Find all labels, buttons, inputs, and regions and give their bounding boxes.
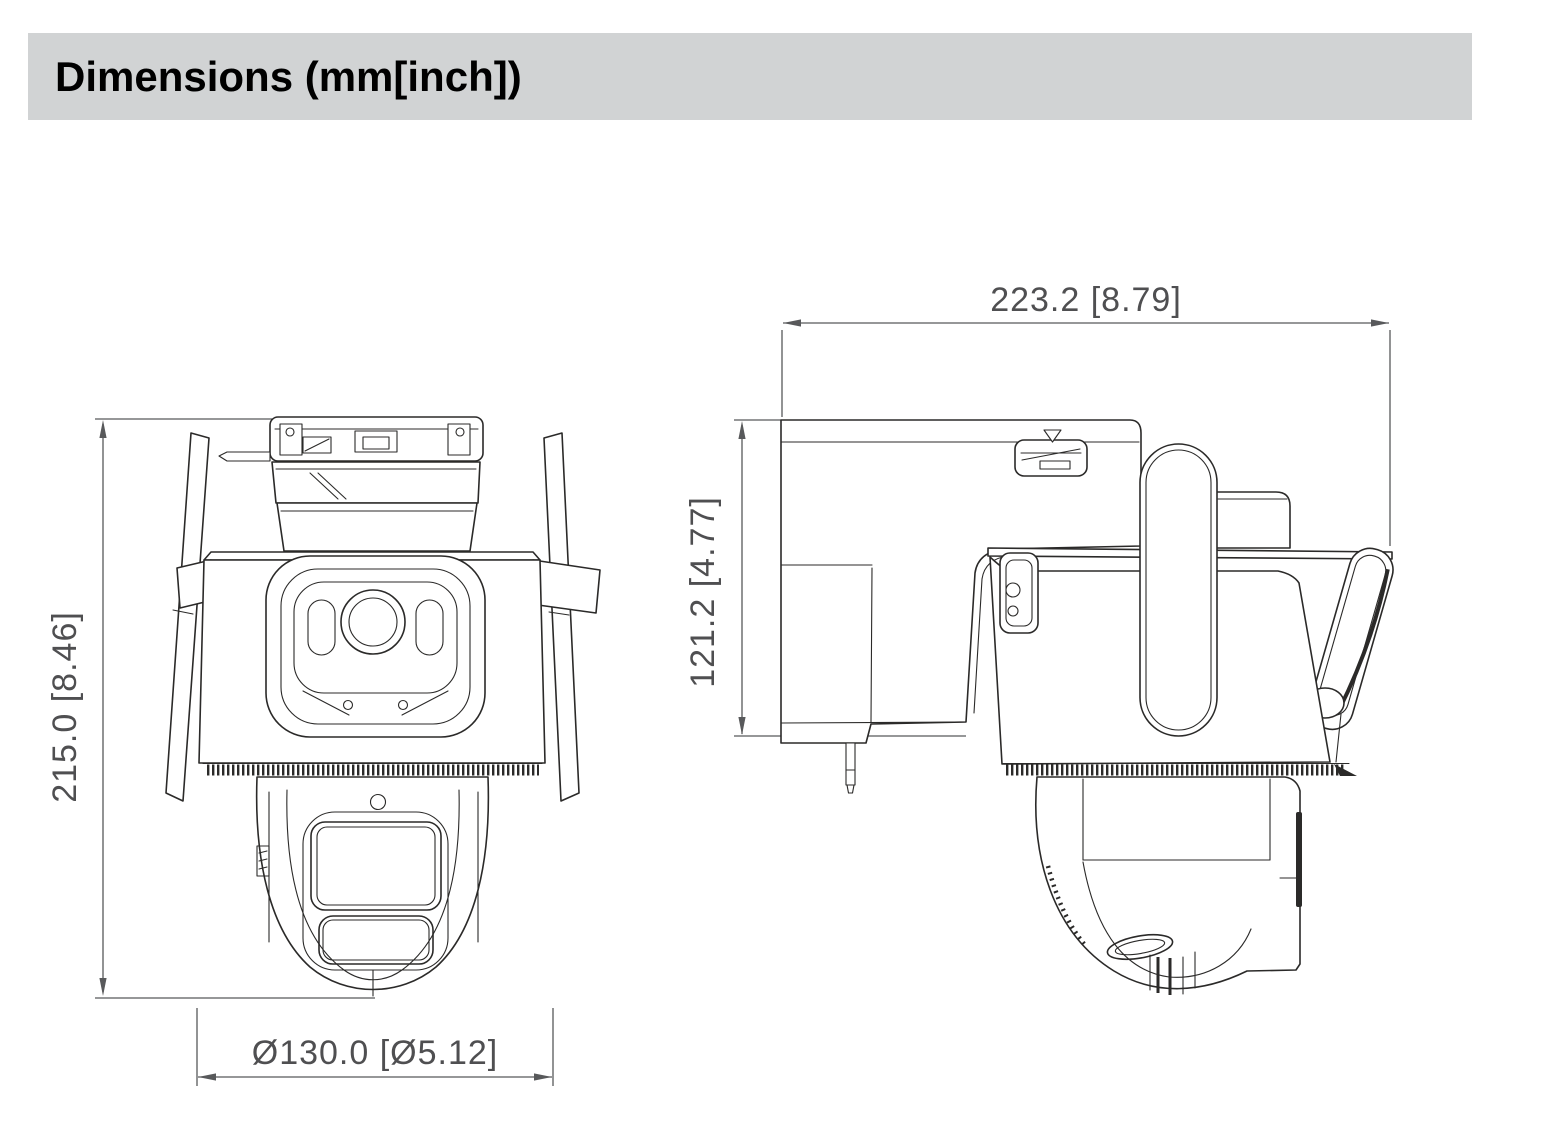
front-main-lens [340,589,406,655]
side-serrated-ring [1001,762,1357,776]
front-lower-lens-window [310,821,442,911]
side-view-drawing: 223.2 [8.79] 121.2 [4.77] [684,281,1394,995]
dim-label-side-bracket-height: 121.2 [4.77] [684,496,722,688]
front-right-antenna [543,432,580,802]
front-serrated-ring [202,762,543,776]
front-upper-camera-module [265,555,486,738]
front-neck [271,461,481,552]
dimension-front-diameter: Ø130.0 [Ø5.12] [196,1008,554,1086]
dim-label-front-height: 215.0 [8.46] [46,611,84,803]
page-title: Dimensions (mm[inch]) [55,52,522,100]
front-left-illuminator [307,599,336,656]
side-hanger-bracket [999,552,1039,634]
dimension-side-width: 223.2 [8.79] [781,281,1391,546]
dim-label-side-width: 223.2 [8.79] [990,281,1182,319]
side-front-antenna [1139,443,1218,737]
front-mount-pin [218,451,271,462]
dimension-side-bracket-height: 121.2 [4.77] [684,419,966,737]
side-dome-lens [1106,933,1174,961]
dimension-front-height: 215.0 [8.46] [46,418,375,999]
side-bracket-pin [845,742,856,794]
side-bracket-latch [1014,429,1088,477]
title-bar: Dimensions (mm[inch]) [28,33,1472,120]
front-lower-ir-window [318,915,434,965]
front-mount-plate [218,416,484,462]
front-dome [255,776,490,997]
side-rear-antenna [1305,547,1394,763]
side-alignment-marker [1043,429,1062,443]
front-view-drawing: 215.0 [8.46] [46,416,601,1086]
side-dome [1035,776,1302,995]
side-wall-bracket [780,419,1142,794]
front-right-illuminator [415,599,444,656]
dim-label-front-diameter: Ø130.0 [Ø5.12] [252,1034,499,1072]
front-left-antenna [165,432,210,802]
side-rear-box [1214,491,1291,549]
